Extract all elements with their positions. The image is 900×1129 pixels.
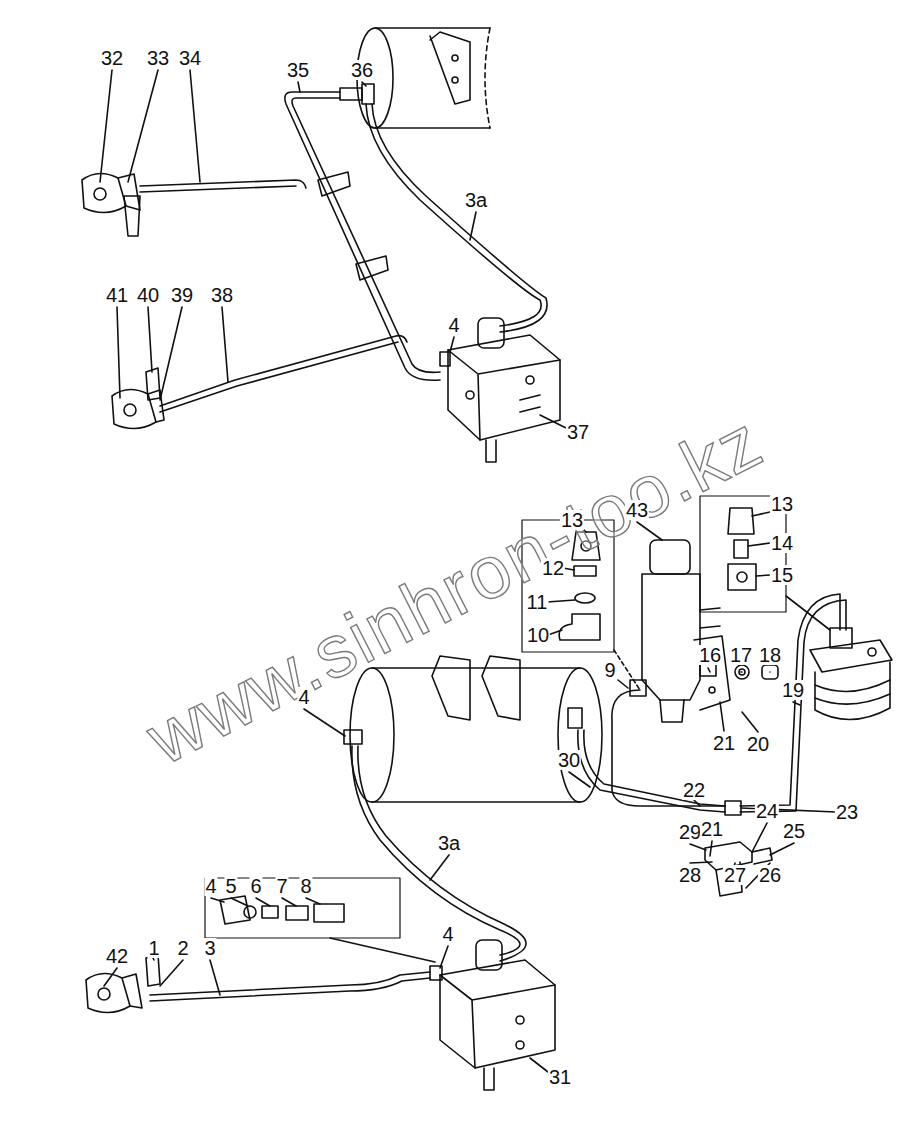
callout-number: 21 xyxy=(700,819,724,839)
callout-number: 9 xyxy=(603,660,616,680)
callout-number: 34 xyxy=(178,48,202,68)
callout-number: 11 xyxy=(526,592,549,612)
relay-valve xyxy=(430,940,555,1090)
callout-number: 31 xyxy=(548,1067,572,1087)
callout-number: 17 xyxy=(729,645,753,665)
callout-number: 3 xyxy=(203,938,216,958)
callout-number: 40 xyxy=(136,285,160,305)
callout-number: 3a xyxy=(464,190,488,210)
fitting xyxy=(340,88,362,100)
callout-number: 37 xyxy=(566,422,590,442)
callout-number: 4 xyxy=(297,687,310,707)
callout-number: 5 xyxy=(224,876,237,896)
callout-number: 8 xyxy=(299,876,312,896)
callout-number: 4 xyxy=(447,315,460,335)
callout-number: 20 xyxy=(746,734,770,754)
callout-number: 15 xyxy=(770,565,794,585)
callout-number: 33 xyxy=(146,48,170,68)
callout-number: 13 xyxy=(560,510,584,530)
pipe xyxy=(366,104,541,326)
callout-number: 36 xyxy=(350,60,374,80)
callout-number: 2 xyxy=(176,938,189,958)
callout-number: 42 xyxy=(105,946,129,966)
callout-number: 32 xyxy=(100,48,124,68)
relay-valve xyxy=(440,318,560,462)
brake-chamber xyxy=(82,173,140,236)
callout-number: 22 xyxy=(682,780,706,800)
pipe xyxy=(352,746,520,955)
callout-number: 27 xyxy=(723,865,747,885)
callout-number: 39 xyxy=(170,285,194,305)
pipe xyxy=(160,336,407,406)
pipe xyxy=(740,594,840,806)
callout-number: 13 xyxy=(770,494,794,514)
callout-number: 6 xyxy=(249,876,262,896)
callout-number: 1 xyxy=(147,938,160,958)
callout-number: 21 xyxy=(712,733,736,753)
air-tank xyxy=(357,28,490,128)
callout-number: 28 xyxy=(678,865,702,885)
callout-number: 30 xyxy=(557,750,581,770)
callout-number: 7 xyxy=(275,876,288,896)
callout-number: 18 xyxy=(758,645,782,665)
callout-number: 24 xyxy=(755,801,779,821)
valve xyxy=(630,540,730,722)
callout-number: 23 xyxy=(835,802,859,822)
callout-number: 19 xyxy=(781,680,805,700)
callout-number: 4 xyxy=(441,924,454,944)
callout-number: 3a xyxy=(437,833,461,853)
pipe xyxy=(578,730,725,812)
pipe xyxy=(285,92,440,380)
callout-number: 43 xyxy=(625,500,649,520)
pipe xyxy=(150,972,430,995)
callout-number: 41 xyxy=(105,285,129,305)
air-tank xyxy=(344,656,602,802)
brake-valve xyxy=(810,628,892,720)
callout-number: 4 xyxy=(204,876,217,896)
callout-number: 29 xyxy=(678,822,702,842)
callout-number: 14 xyxy=(770,533,794,553)
callout-number: 38 xyxy=(210,285,234,305)
callout-number: 25 xyxy=(782,821,806,841)
callout-number: 35 xyxy=(286,60,310,80)
callout-number: 10 xyxy=(526,625,550,645)
callout-number: 16 xyxy=(698,645,722,665)
callout-number: 12 xyxy=(541,558,565,578)
callout-number: 26 xyxy=(758,865,782,885)
